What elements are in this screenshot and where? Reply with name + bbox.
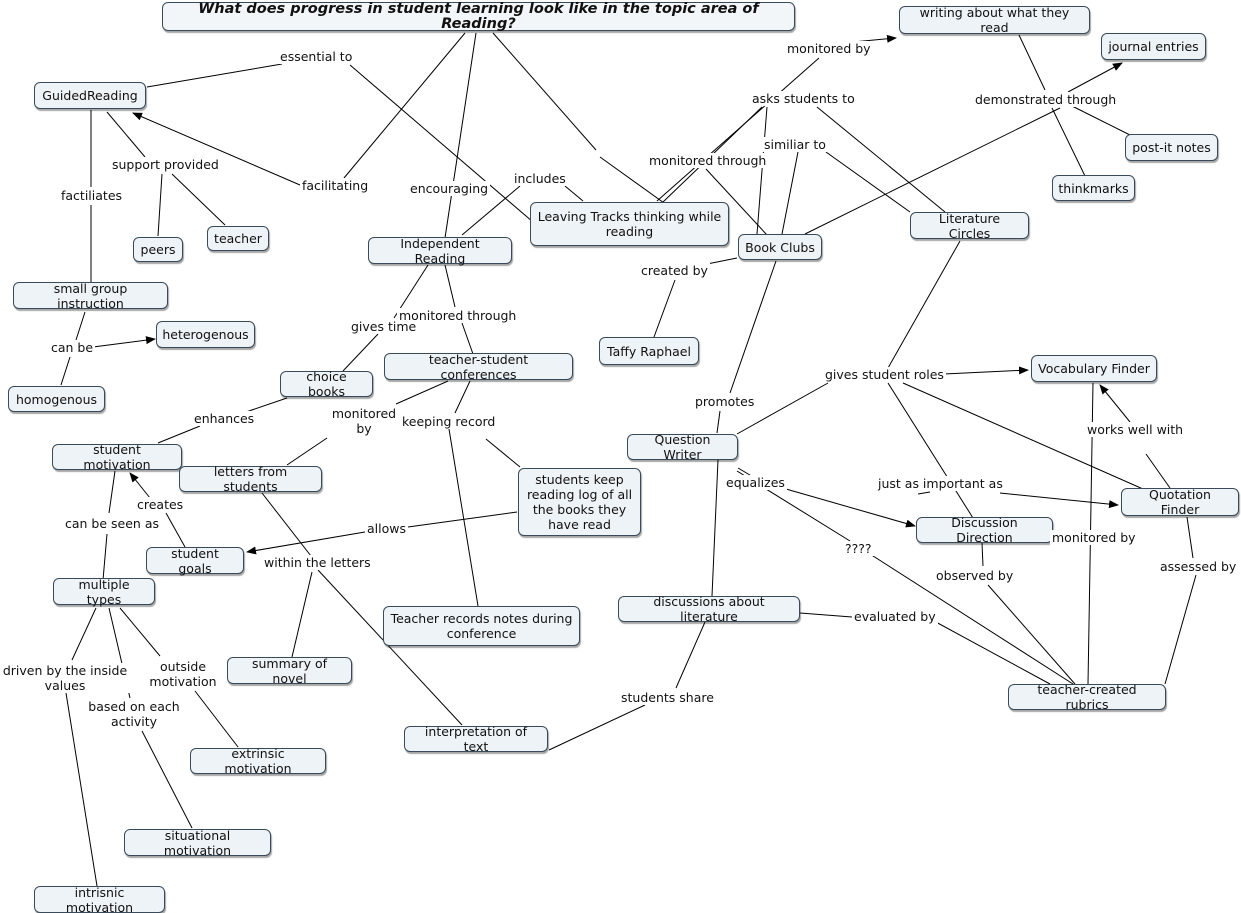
node-small-group-instruction[interactable]: small group instruction [13, 281, 168, 311]
node-book-clubs[interactable]: Book Clubs [738, 234, 822, 260]
node-literature-circles[interactable]: Literature Circles [910, 211, 1029, 241]
link-label-encouraging: encouraging [408, 181, 491, 196]
link-label-monitored-by-writing: monitored by [785, 41, 873, 56]
link-label-monitored-by-quotation: monitored by [1050, 530, 1138, 545]
node-student-goals[interactable]: student goals [146, 546, 244, 576]
node-discussions-about-literature[interactable]: discussions about literature [618, 594, 800, 624]
node-post-it-notes[interactable]: post-it notes [1125, 134, 1218, 161]
link-label-question-marks: ???? [843, 541, 874, 556]
link-label-factiliates: factiliates [59, 188, 125, 203]
title-node[interactable]: What does progress in student learning l… [162, 1, 795, 31]
link-label-just-as-important-as: just as important as [876, 476, 1005, 491]
link-label-gives-student-roles: gives student roles [823, 367, 946, 382]
link-label-asks-students-to: asks students to [750, 91, 857, 106]
node-teacher-student-conferences[interactable]: teacher-student conferences [384, 352, 573, 382]
link-label-can-be-seen-as: can be seen as [63, 516, 161, 531]
link-label-essential-to: essential to [278, 49, 355, 64]
node-journal-entries[interactable]: journal entries [1101, 33, 1206, 60]
node-teacher-created-rubrics[interactable]: teacher-created rubrics [1008, 682, 1166, 712]
link-label-students-share: students share [619, 690, 716, 705]
link-label-similiar-to: similiar to [762, 137, 828, 152]
node-discussion-direction[interactable]: Discussion Direction [916, 515, 1053, 545]
link-label-facilitating: facilitating [300, 178, 371, 193]
link-label-enhances: enhances [192, 411, 257, 426]
node-intrinsic-motivation[interactable]: intrisnic motivation [34, 885, 165, 913]
link-label-outside-motivation: outside motivation [146, 659, 220, 689]
node-homogenous[interactable]: homogenous [8, 386, 105, 412]
node-teacher[interactable]: teacher [207, 226, 269, 251]
link-label-works-well-with: works well with [1085, 422, 1186, 437]
link-label-observed-by: observed by [934, 568, 1016, 583]
node-quotation-finder[interactable]: Quotation Finder [1121, 487, 1239, 517]
node-student-motivation[interactable]: student motivation [52, 442, 182, 472]
node-interpretation-of-text[interactable]: interpretation of text [404, 724, 548, 754]
node-teacher-records-notes[interactable]: Teacher records notes during conference [383, 606, 580, 646]
link-label-allows: allows [365, 521, 408, 536]
node-situational-motivation[interactable]: situational motivation [124, 828, 271, 858]
link-label-monitored-through-book-clubs: monitored through [647, 153, 769, 168]
node-question-writer[interactable]: Question Writer [627, 432, 738, 462]
node-choice-books[interactable]: choice books [280, 369, 373, 399]
node-heterogenous[interactable]: heterogenous [156, 321, 255, 348]
link-label-based-on-each-activity: based on each activity [83, 699, 185, 729]
node-vocabulary-finder[interactable]: Vocabulary Finder [1031, 355, 1157, 382]
node-summary-of-novel[interactable]: summary of novel [227, 656, 352, 686]
node-independent-reading[interactable]: Independent Reading [368, 236, 512, 266]
link-label-monitored-through-conferences: monitored through [397, 308, 519, 323]
link-label-driven-by-inside-values: driven by the inside values [0, 663, 130, 693]
link-label-support-provided: support provided [110, 157, 221, 172]
node-thinkmarks[interactable]: thinkmarks [1052, 175, 1135, 201]
node-taffy-raphael[interactable]: Taffy Raphael [599, 337, 699, 365]
node-reading-log[interactable]: students keep reading log of all the boo… [518, 468, 641, 536]
link-label-within-the-letters: within the letters [262, 555, 373, 570]
node-letters-from-students[interactable]: letters from students [179, 464, 322, 494]
link-label-equalizes: equalizes [724, 475, 787, 490]
link-label-assessed-by: assessed by [1158, 559, 1239, 574]
node-multiple-types[interactable]: multiple types [53, 577, 155, 607]
link-label-promotes: promotes [693, 394, 757, 409]
node-extrinsic-motivation[interactable]: extrinsic motivation [190, 746, 326, 776]
node-leaving-tracks[interactable]: Leaving Tracks thinking while reading [530, 202, 729, 246]
link-label-can-be: can be [49, 340, 96, 355]
link-label-demonstrated-through: demonstrated through [973, 92, 1119, 107]
node-guided-reading[interactable]: GuidedReading [34, 82, 146, 109]
link-label-keeping-record: keeping record [400, 414, 498, 429]
link-label-evaluated-by: evaluated by [852, 609, 938, 624]
node-peers[interactable]: peers [133, 237, 183, 262]
link-label-monitored-by-letters: monitored by [329, 406, 399, 436]
link-label-includes: includes [512, 171, 568, 186]
node-writing-about-what-they-read[interactable]: writing about what they read [899, 5, 1090, 35]
link-label-created-by: created by [639, 263, 710, 278]
link-label-creates: creates [135, 497, 186, 512]
